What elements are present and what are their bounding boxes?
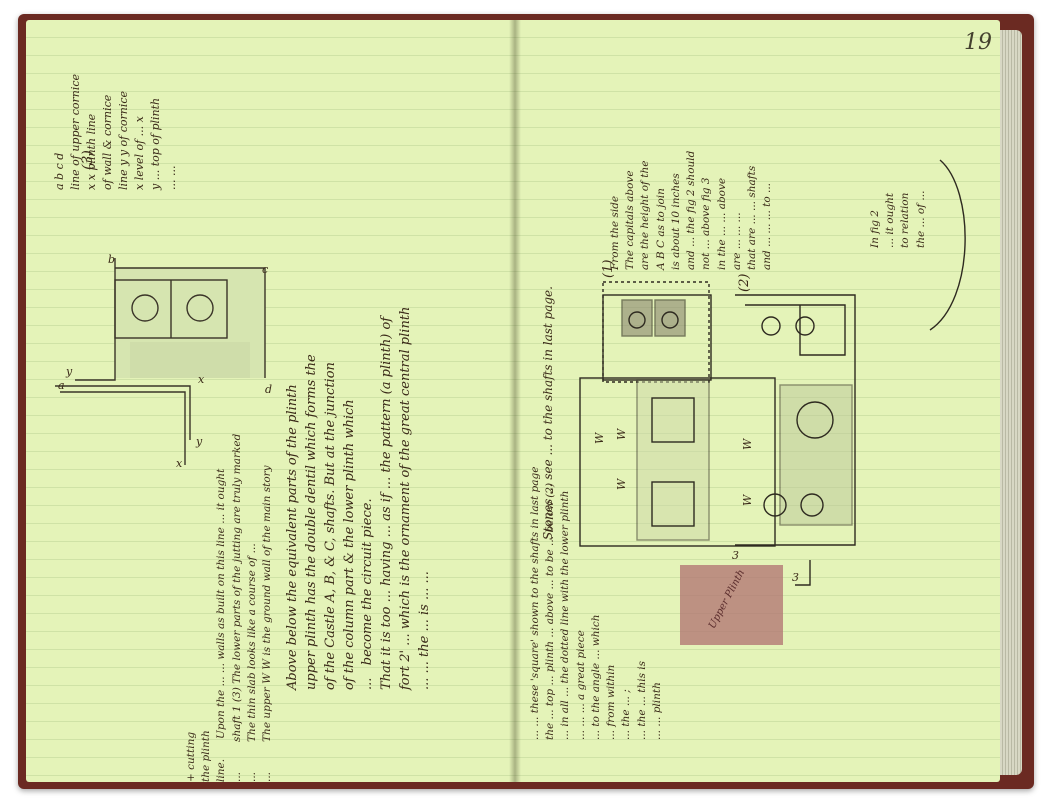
left-sketch	[55, 258, 266, 465]
page-number: 19	[964, 30, 992, 55]
right-left-margin-note: ... ... these 'square' shown to the shaf…	[529, 466, 663, 740]
right-sketch	[579, 159, 966, 645]
left-margin-note: a b c d line of upper cornice x x plinth…	[53, 73, 178, 190]
page-edges	[1000, 30, 1022, 775]
sketch-letter-a: a	[58, 379, 65, 392]
right-page	[514, 20, 1000, 782]
sketch-letter-d: d	[265, 383, 273, 396]
sketch-letter-x2: x	[198, 373, 205, 386]
page-gutter	[509, 20, 521, 782]
sketch-letter-x1: x	[176, 457, 183, 470]
sketch-letter-3a: 3	[732, 549, 739, 562]
sketch-letter-c: c	[262, 263, 269, 276]
sketch-letter-w3: W	[741, 438, 754, 450]
sketch-letter-w4: W	[741, 494, 754, 506]
sketch-letter-b: b	[108, 253, 116, 266]
far-margin-note: In fig 2 ... it ought to relation the ..…	[869, 190, 927, 248]
sketch-letter-3b: 3	[792, 571, 799, 584]
left-page	[26, 20, 514, 782]
sketch-letter-y2: y	[196, 435, 203, 448]
bottom-text: + cutting the plinth line. Upon the ... …	[185, 433, 274, 782]
left-main-text: Above below the equivalent parts of the …	[285, 306, 432, 690]
sketch-letter-w5: W	[593, 432, 606, 444]
sketch-letter-w1: W	[615, 428, 628, 440]
sketch-label-2: (2)	[737, 273, 752, 292]
right-margin-note: From the side The capitals above are the…	[609, 150, 774, 270]
sketch-letter-y1: y	[66, 365, 73, 378]
